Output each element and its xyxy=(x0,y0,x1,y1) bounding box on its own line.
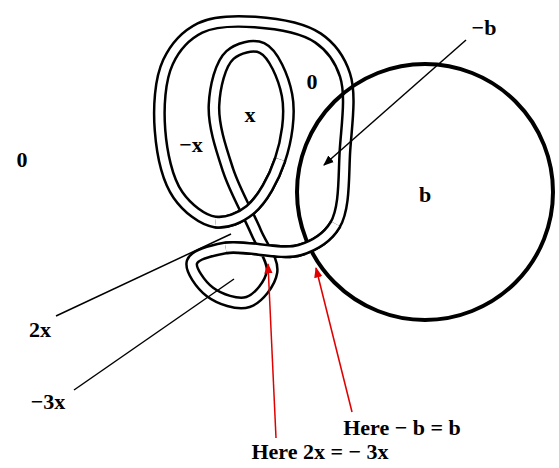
pointer-arrow xyxy=(316,268,352,412)
framing-number: 0 xyxy=(17,148,28,172)
callout-label: −3x xyxy=(31,390,66,414)
knot-band-outline xyxy=(159,21,348,303)
knot-overcrossing xyxy=(159,21,348,303)
knot-overcrossing xyxy=(159,21,348,303)
region-label: b xyxy=(419,183,431,207)
leader-line xyxy=(56,234,231,316)
knot-overcrossing xyxy=(159,21,348,303)
leader-line xyxy=(324,40,466,165)
region-label: −x xyxy=(179,133,203,157)
knot-band-fill xyxy=(159,21,348,303)
region-label: x xyxy=(245,103,256,127)
note: Here − b = b xyxy=(343,416,461,440)
callout-label: −b xyxy=(472,16,497,40)
pointer-arrow xyxy=(268,264,276,438)
leader-line xyxy=(74,279,234,390)
surgery-circle xyxy=(297,64,553,320)
note: Here 2x = − 3x xyxy=(251,440,388,464)
knot-overcrossing xyxy=(159,21,348,303)
framing-number: 0 xyxy=(307,70,318,94)
callout-label: 2x xyxy=(29,318,51,342)
